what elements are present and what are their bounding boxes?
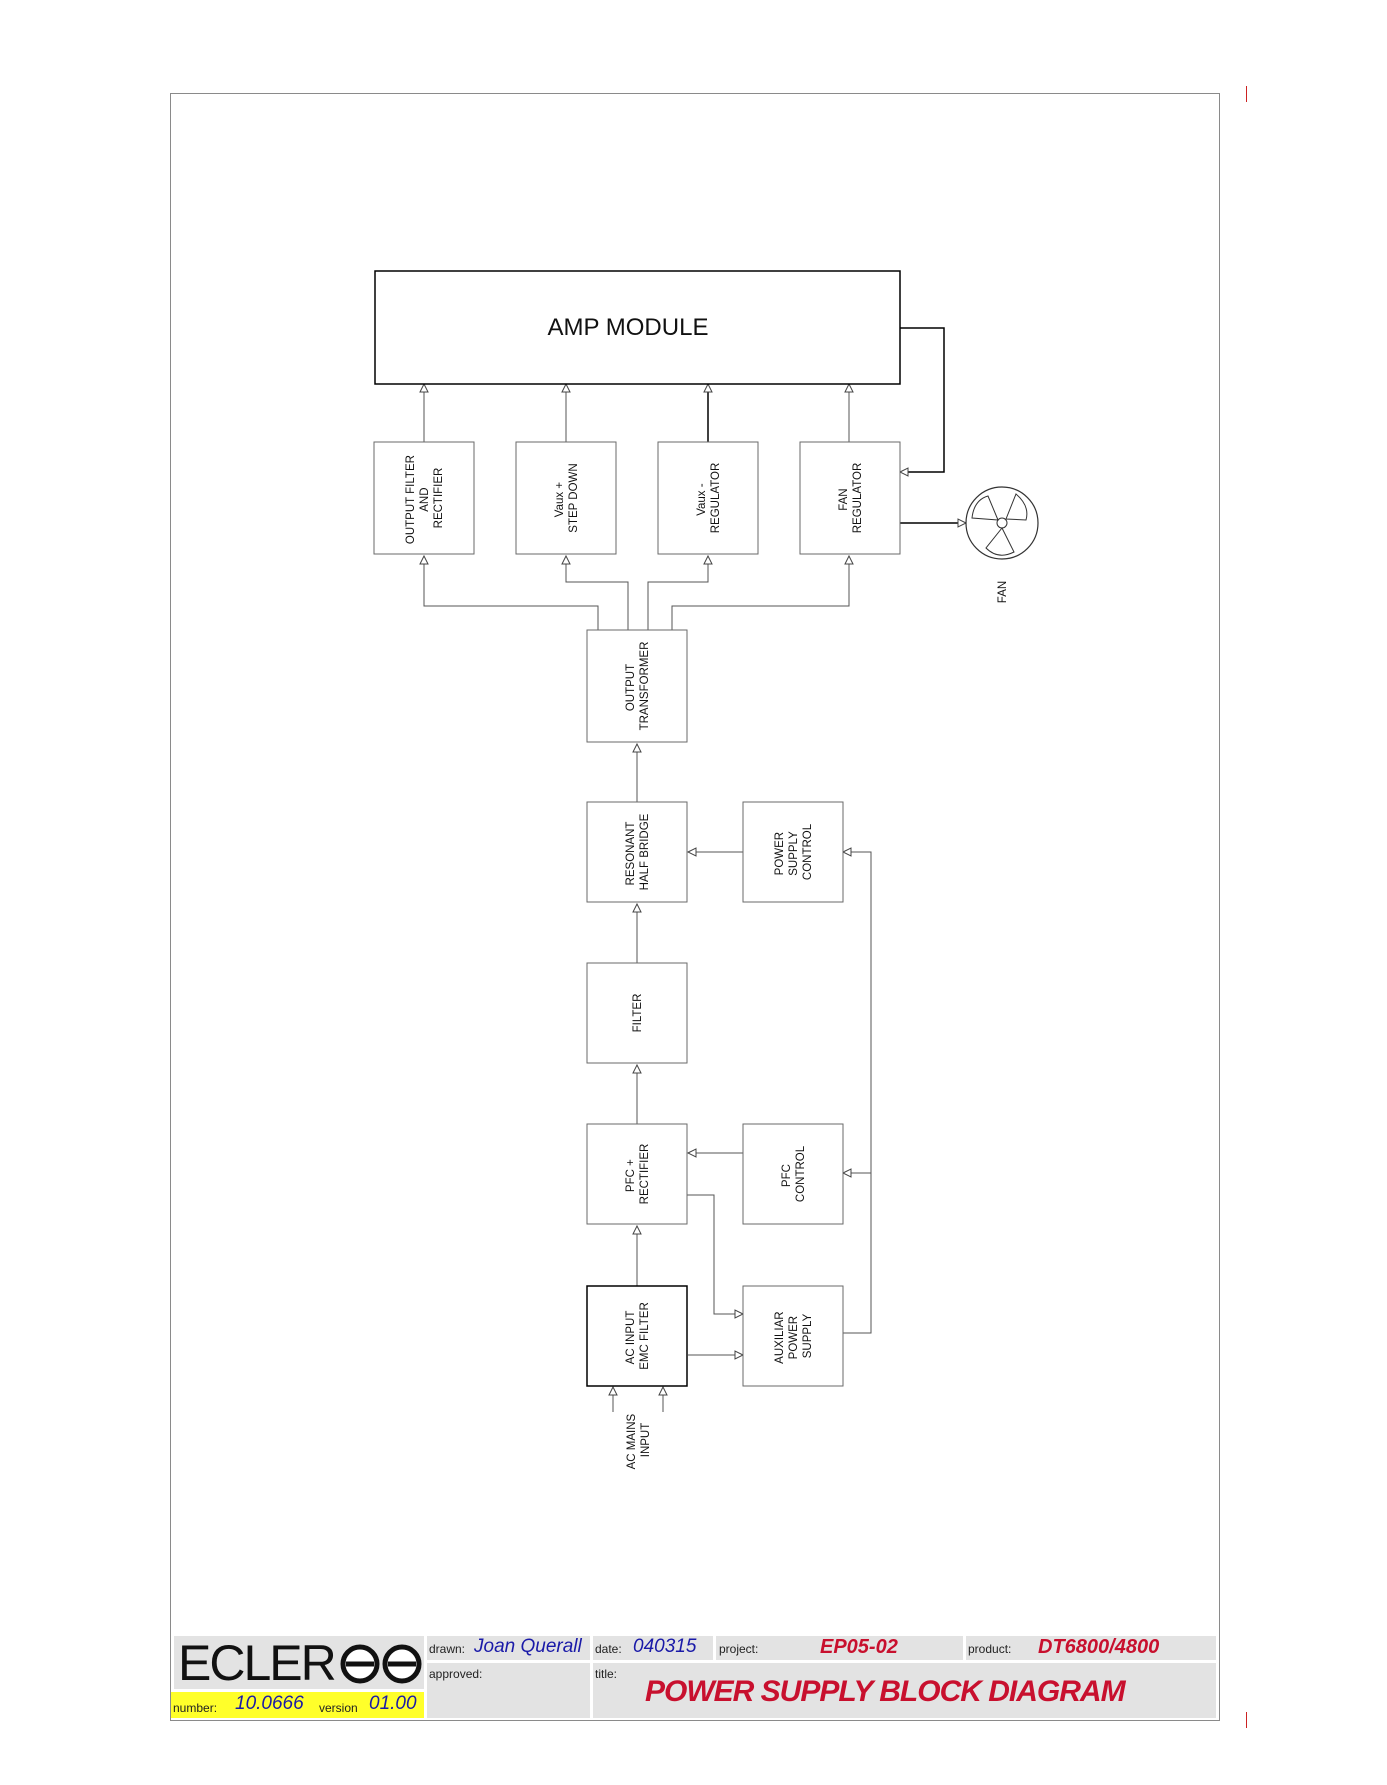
arrow-fan — [957, 518, 968, 528]
output-filter-block — [373, 441, 475, 555]
title-label: title: — [595, 1667, 618, 1681]
product-label: product: — [968, 1642, 1012, 1656]
wire-xfmr-outfilter — [423, 556, 599, 630]
approved-label: approved: — [429, 1667, 483, 1681]
drawn-cell: drawn: Joan Querall — [427, 1636, 590, 1660]
ac-mains-input-label: AC MAINS INPUT — [626, 1411, 652, 1470]
arrow-filter-in — [632, 1063, 642, 1074]
amp-module-label: AMP MODULE — [548, 314, 709, 341]
version-value: 01.00 — [369, 1693, 417, 1714]
auxiliar-power-supply-block — [742, 1285, 844, 1387]
arrow-mains-l — [608, 1385, 618, 1396]
ecler-logo-mark — [340, 1644, 422, 1684]
drawing-sheet-border — [170, 93, 1220, 1721]
fan-icon — [965, 486, 1039, 560]
pfc-control-label: PFC CONTROL — [781, 1145, 807, 1202]
product-cell: product: DT6800/4800 — [966, 1636, 1216, 1660]
arrow-resonant-in — [632, 902, 642, 913]
blocks: AMP MODULE OUTPUT FILTER AND RECTIFIER V… — [373, 270, 1039, 1470]
arrow-pfc-ctrl — [686, 1148, 697, 1158]
output-transformer-label: OUTPUT TRANSFORMER — [625, 642, 651, 731]
arrow-amp-2 — [561, 382, 571, 393]
resonant-half-bridge-block — [586, 801, 688, 903]
arrow-fanreg-feedback — [898, 467, 909, 477]
arrow-vauxminus-in — [703, 554, 713, 565]
arrow-amp-4 — [844, 382, 854, 393]
number-version-cell: number: 10.0666 version 01.00 — [171, 1692, 424, 1718]
amp-module-block — [374, 270, 901, 385]
auxiliar-power-supply-label: AUXILIAR POWER SUPPLY — [774, 1308, 814, 1364]
output-filter-label: OUTPUT FILTER AND RECTIFIER — [405, 452, 445, 544]
product-value: DT6800/4800 — [1038, 1636, 1160, 1658]
arrow-xfmr-in — [632, 742, 642, 753]
wire-xfmr-vauxplus — [565, 556, 629, 630]
ecler-logo: ECLER — [174, 1635, 424, 1691]
arrow-pfc-in — [632, 1224, 642, 1235]
project-value: EP05-02 — [820, 1636, 898, 1658]
arrow-vauxplus-in — [561, 554, 571, 565]
arrow-pscontrol-in — [841, 847, 852, 857]
power-supply-control-label: POWER SUPPLY CONTROL — [774, 823, 814, 880]
project-cell: project: EP05-02 — [716, 1636, 963, 1660]
vaux-plus-label: Vaux + STEP DOWN — [554, 463, 580, 532]
number-label: number: — [173, 1701, 218, 1715]
ac-input-emc-filter-label: AC INPUT EMC FILTER — [625, 1302, 651, 1370]
date-label: date: — [595, 1642, 622, 1656]
ecler-logo-text: ECLER — [178, 1635, 337, 1691]
arrow-mains-n — [658, 1385, 668, 1396]
arrow-outfilter-in — [419, 554, 429, 565]
filter-label: FILTER — [632, 994, 644, 1033]
arrow-pfccontrol-in — [841, 1168, 852, 1178]
wire-xfmr-fanreg — [671, 556, 850, 630]
date-cell: date: 040315 — [593, 1636, 713, 1660]
wire-aux-bus — [843, 851, 872, 1334]
vaux-minus-label: Vaux - REGULATOR — [696, 463, 722, 534]
arrow-aux-in-1 — [734, 1309, 745, 1319]
title-value: POWER SUPPLY BLOCK DIAGRAM — [645, 1675, 1126, 1708]
date-value: 040315 — [633, 1636, 697, 1657]
pfc-control-block — [742, 1123, 844, 1225]
output-transformer-block — [586, 629, 688, 743]
arrow-amp-1 — [419, 382, 429, 393]
arrow-resonant-ctrl — [686, 847, 697, 857]
resonant-half-bridge-label: RESONANT HALF BRIDGE — [625, 813, 651, 890]
pfc-rectifier-label: PFC + RECTIFIER — [625, 1144, 651, 1205]
wire-amp-fanreg-feedback — [900, 327, 945, 473]
fan-regulator-label: FAN REGULATOR — [838, 463, 864, 534]
title-cell: title: POWER SUPPLY BLOCK DIAGRAM — [593, 1663, 1216, 1718]
version-label: version — [319, 1701, 358, 1715]
arrow-amp-3 — [703, 382, 713, 393]
fan-label: FAN — [997, 581, 1009, 603]
drawn-value: Joan Querall — [474, 1636, 582, 1657]
fan-regulator-block — [799, 441, 901, 555]
project-label: project: — [719, 1642, 759, 1656]
drawn-label: drawn: — [429, 1642, 466, 1656]
pfc-rectifier-block — [586, 1123, 688, 1225]
vaux-minus-block — [657, 441, 759, 555]
ac-input-emc-filter-block — [586, 1285, 688, 1387]
approved-cell: approved: — [427, 1663, 590, 1718]
vaux-plus-block — [515, 441, 617, 555]
number-value: 10.0666 — [235, 1693, 304, 1714]
arrow-fanreg-in — [844, 554, 854, 565]
arrow-aux-in-2 — [734, 1350, 745, 1360]
arrowheads — [419, 382, 968, 1396]
filter-block — [586, 962, 688, 1064]
edge-mark-top — [1246, 86, 1247, 102]
power-supply-control-block — [742, 801, 844, 903]
wire-xfmr-vauxminus — [647, 556, 709, 630]
wire-pfc-aux — [686, 1194, 743, 1315]
edge-mark-bottom — [1246, 1712, 1247, 1728]
